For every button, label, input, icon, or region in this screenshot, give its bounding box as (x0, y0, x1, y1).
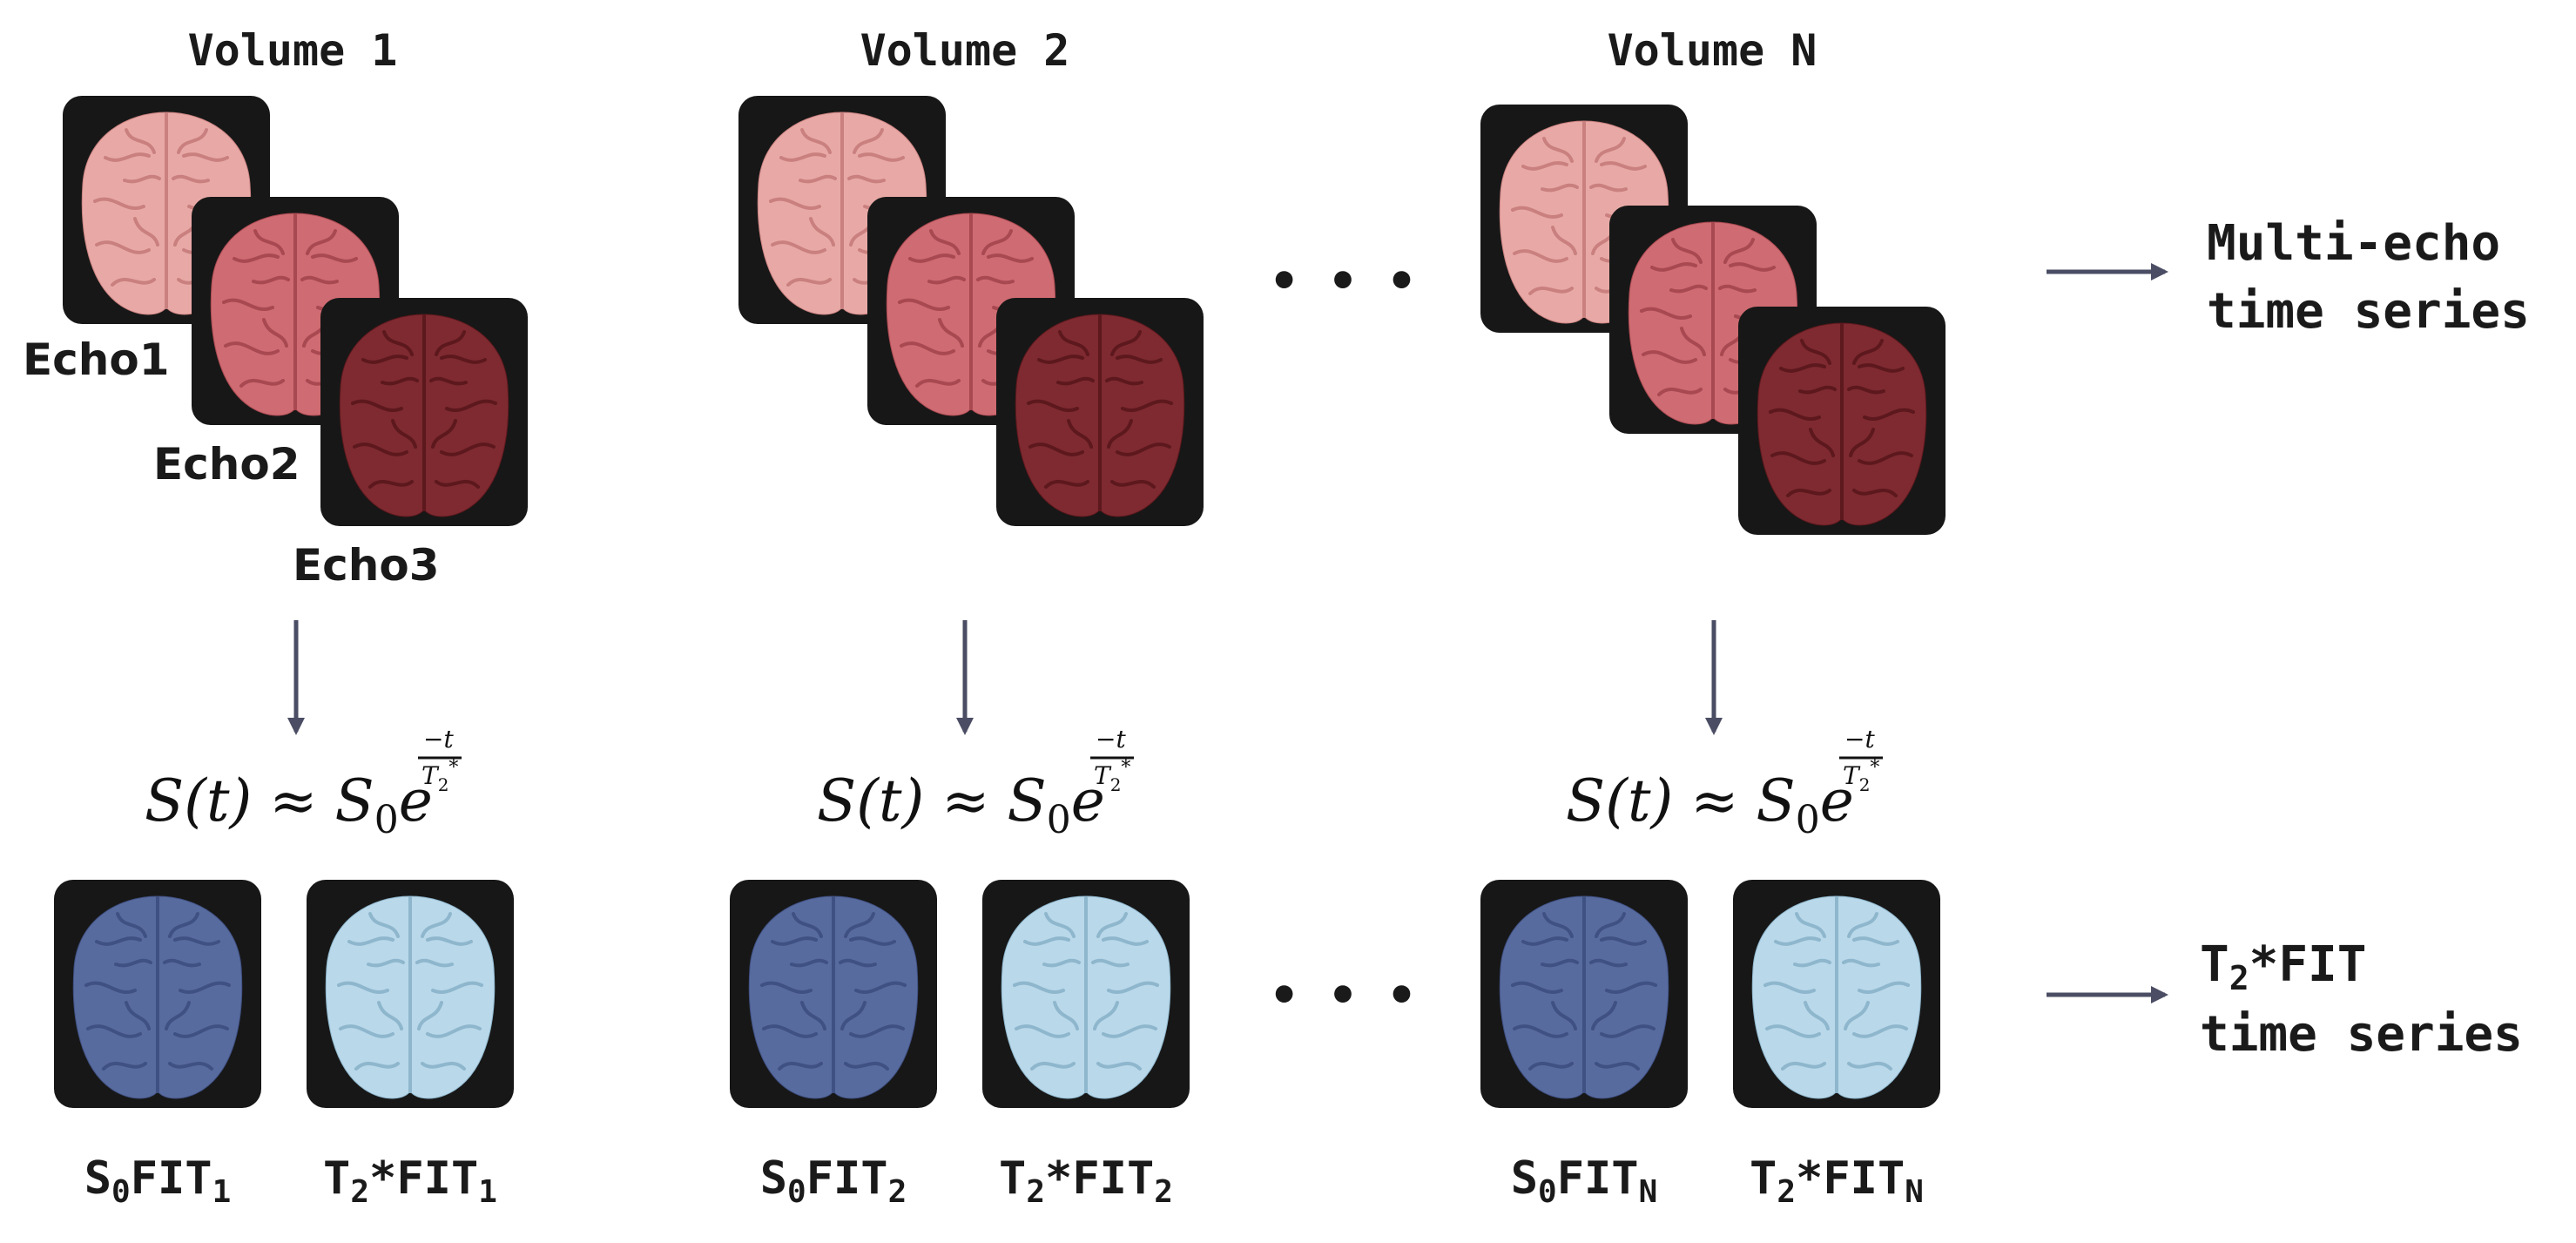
ellipsis: • • • (1270, 253, 1417, 310)
brain-tile-echo3 (320, 298, 528, 526)
brain-tile-s0fit (730, 880, 937, 1108)
brain-tile-echo3 (1738, 307, 1945, 535)
svg-text:S(t)≈S0e: S(t)≈S0e (1566, 767, 1854, 842)
equation: S(t)≈S0e −t T2* (1566, 725, 1883, 842)
ellipsis: • • • (1270, 968, 1417, 1024)
t2fit-label: T2*FITN (1750, 1152, 1924, 1210)
multi-echo-label: Multi-echo time series (2207, 215, 2530, 340)
brain-tile-echo3 (996, 298, 1204, 526)
svg-text:−t: −t (1096, 725, 1126, 753)
equation: S(t)≈S0e −t T2* (817, 725, 1134, 842)
svg-text:−t: −t (423, 725, 454, 753)
svg-text:T2*: T2* (421, 757, 458, 795)
brain-tile-t2fit (307, 880, 514, 1108)
svg-text:S(t)≈S0e: S(t)≈S0e (817, 767, 1105, 842)
echo-stack (738, 96, 1204, 526)
svg-text:T2*: T2* (1843, 757, 1879, 795)
t2fit-series-label: T2*FIT time series (2200, 936, 2523, 1063)
t2fit-label: T2*FIT2 (999, 1152, 1173, 1210)
svg-text:−t: −t (1844, 725, 1875, 753)
brain-tile-s0fit (54, 880, 261, 1108)
t2fit-label: T2*FIT1 (323, 1152, 497, 1210)
brain-tile-s0fit (1480, 880, 1688, 1108)
volume-title: Volume N (1608, 25, 1817, 76)
echo1-label: Echo1 (23, 334, 170, 385)
s0fit-label: S0FITN (1511, 1152, 1658, 1210)
volume-title: Volume 1 (188, 25, 398, 76)
volume-title: Volume 2 (860, 25, 1070, 76)
echo2-label: Echo2 (153, 439, 300, 490)
equation: S(t)≈S0e −t T2* (145, 725, 462, 842)
s0fit-label: S0FIT1 (84, 1152, 232, 1210)
svg-text:T2*: T2* (1094, 757, 1130, 795)
s0fit-label: S0FIT2 (760, 1152, 907, 1210)
svg-text:S(t)≈S0e: S(t)≈S0e (145, 767, 433, 842)
echo3-label: Echo3 (293, 540, 440, 591)
echo-stack (1480, 105, 1945, 535)
echo-stack (63, 96, 528, 526)
brain-tile-t2fit (982, 880, 1190, 1108)
brain-tile-t2fit (1733, 880, 1940, 1108)
